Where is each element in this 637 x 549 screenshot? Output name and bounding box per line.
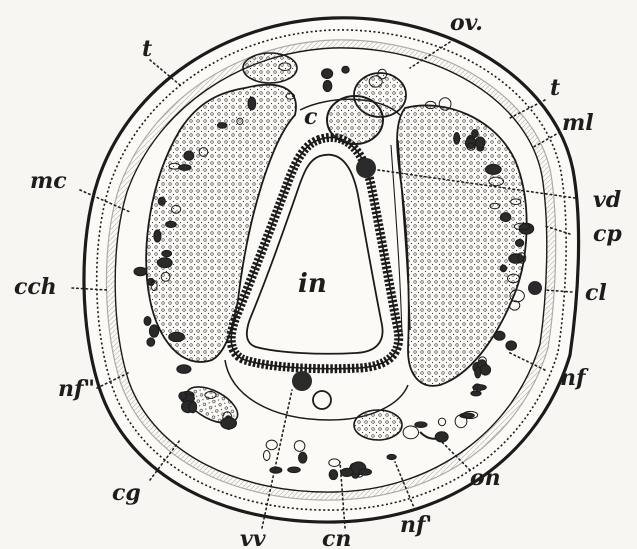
mesenchyme-cell — [454, 133, 460, 145]
mesenchyme-cell — [415, 422, 427, 428]
mesenchyme-cell — [189, 401, 197, 412]
mesenchyme-cell — [179, 165, 191, 171]
mesenchyme-cell — [149, 325, 158, 337]
label-t-top: t — [142, 36, 152, 62]
mesenchyme-cell — [460, 413, 475, 418]
label-vd: vd — [593, 187, 621, 213]
label-nf-prime: nf' — [400, 512, 432, 538]
label-nf-double: nf" — [58, 376, 95, 402]
mesenchyme-cell — [322, 69, 333, 79]
label-t-right: t — [550, 75, 560, 101]
label-ml: ml — [562, 110, 594, 136]
mesenchyme-cell — [157, 258, 172, 268]
mesenchyme-cell — [147, 338, 155, 346]
mesenchyme-cell — [506, 341, 517, 350]
mesenchyme-cell — [288, 467, 301, 473]
mesenchyme-cell — [299, 452, 307, 463]
mesenchyme-cell — [494, 331, 505, 340]
mesenchyme-cell — [323, 80, 332, 91]
mesenchyme-cell — [162, 250, 172, 256]
mesenchyme-cell — [179, 392, 187, 400]
label-on: on — [470, 465, 501, 491]
mesenchyme-cell — [329, 470, 338, 480]
mesenchyme-cell — [485, 164, 501, 174]
lateral-cell — [528, 281, 542, 295]
dorsal-c-organ — [327, 96, 383, 144]
dorsal-vessel — [356, 158, 376, 178]
mesenchyme-cell — [248, 97, 256, 110]
mesenchyme-cell — [519, 223, 534, 234]
mesenchyme-cell — [480, 365, 490, 375]
label-cl: cl — [585, 280, 607, 306]
mesenchyme-cell — [475, 137, 485, 148]
mesenchyme-cell — [472, 130, 479, 138]
mesenchyme-cell — [475, 367, 481, 378]
mesenchyme-cell — [144, 317, 151, 326]
mesenchyme-cell — [341, 468, 353, 476]
mesenchyme-cell — [342, 66, 349, 73]
mesenchyme-cell — [221, 417, 237, 429]
top-left-nerve — [243, 53, 297, 83]
mesenchyme-cell — [134, 267, 147, 276]
mesenchyme-cell — [217, 123, 227, 129]
label-cp: cp — [593, 221, 622, 247]
mesenchyme-cell — [473, 385, 487, 391]
mesenchyme-cell — [166, 221, 177, 227]
mesenchyme-cell — [270, 467, 282, 473]
mesenchyme-cell — [169, 332, 185, 341]
mesenchyme-cell — [154, 230, 161, 242]
ventral-nerve-cord — [354, 410, 402, 440]
mesenchyme-cell — [515, 240, 523, 247]
label-in: in — [298, 269, 327, 299]
mesenchyme-cell — [359, 469, 372, 476]
label-mc: mc — [30, 168, 67, 194]
mesenchyme-cell — [158, 197, 165, 205]
label-cn: cn — [322, 526, 351, 549]
label-vv: vv — [240, 526, 266, 549]
mesenchyme-cell — [500, 213, 510, 222]
label-c: c — [304, 104, 318, 130]
ventral-vessel — [292, 371, 312, 391]
mesenchyme-cell — [435, 432, 448, 442]
mesenchyme-cell — [500, 265, 506, 272]
mesenchyme-cell — [177, 365, 191, 374]
label-ov: ov. — [450, 10, 483, 36]
mesenchyme-cell — [387, 454, 396, 459]
mesenchyme-cell — [509, 254, 524, 264]
label-cg: cg — [112, 480, 141, 506]
mesenchyme-cell — [184, 151, 194, 160]
label-nf: nf — [560, 365, 589, 391]
label-cch: cch — [14, 274, 57, 300]
